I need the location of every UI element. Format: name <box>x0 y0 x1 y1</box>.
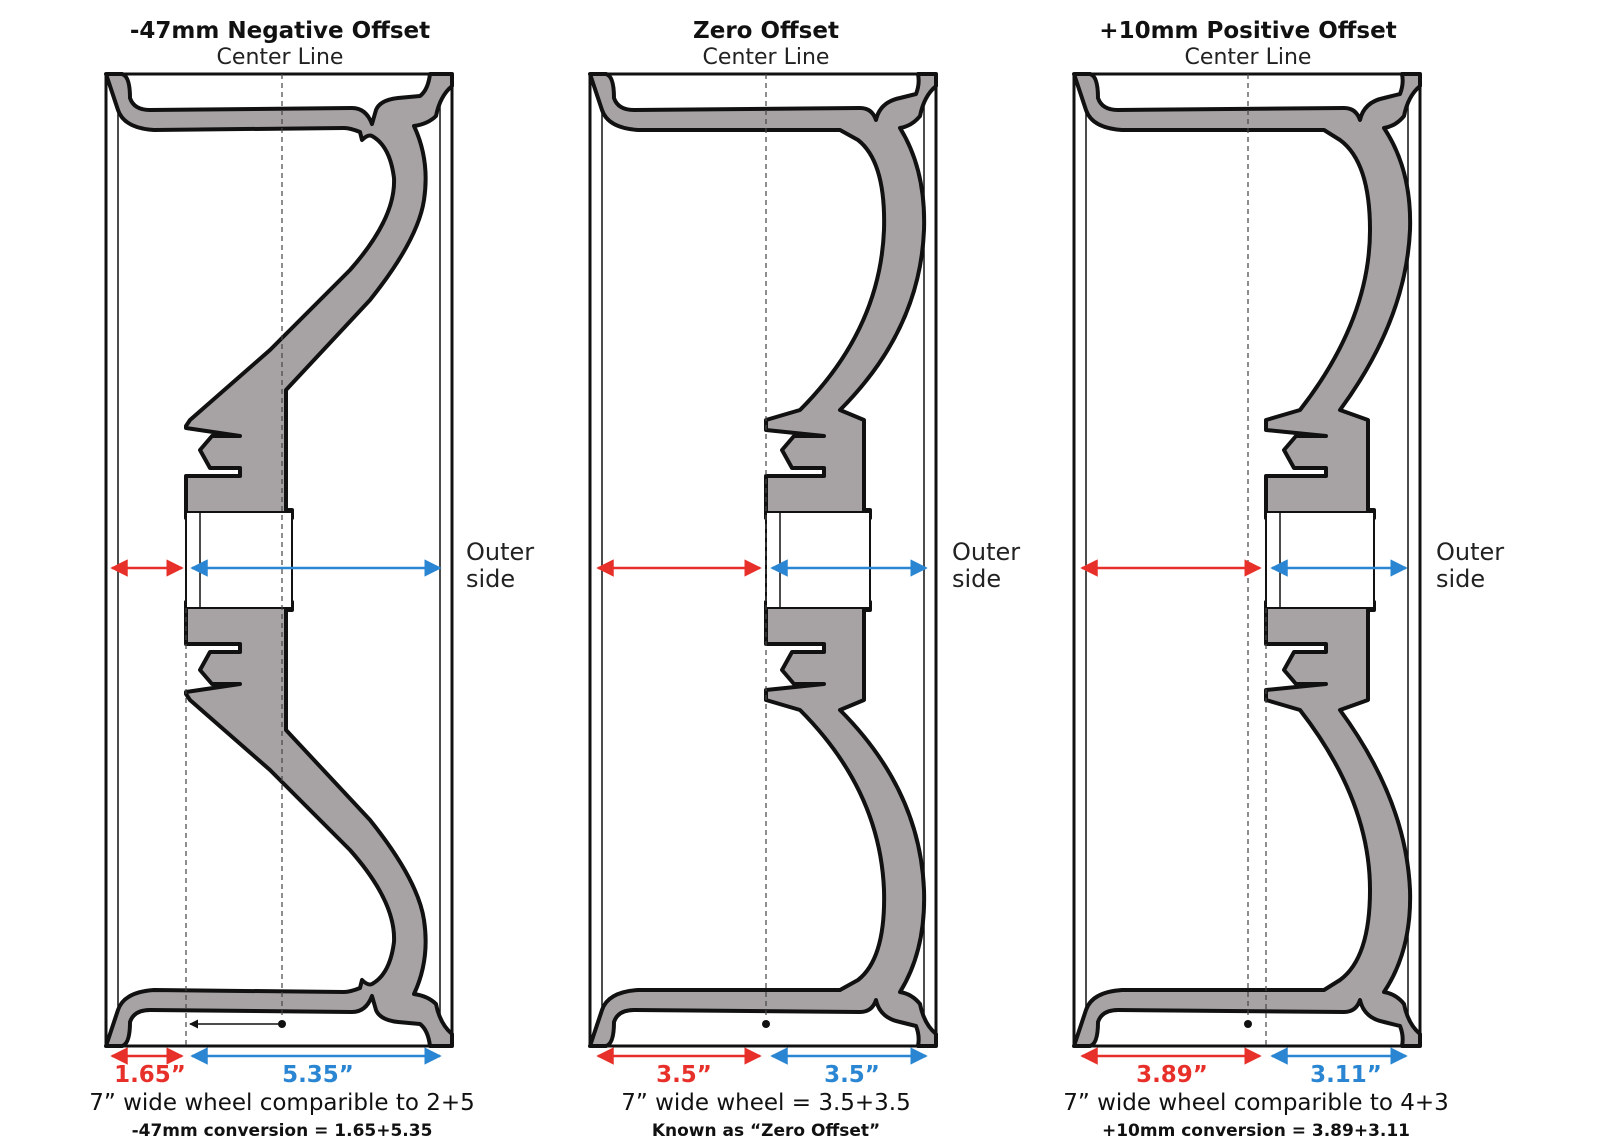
center-line-label: Center Line <box>703 45 830 70</box>
center-line-label: Center Line <box>217 45 344 70</box>
inner-value: 1.65” <box>114 1062 186 1088</box>
wheel-cross-section <box>104 72 454 1048</box>
wheel-title: +10mm Positive Offset <box>1099 18 1396 44</box>
center-line-label: Center Line <box>1185 45 1312 70</box>
center-point <box>1244 1020 1252 1028</box>
wheel-cross-section <box>1072 72 1422 1048</box>
outer-value: 5.35” <box>282 1062 354 1088</box>
wheel-title: -47mm Negative Offset <box>130 18 430 44</box>
wheel-title: Zero Offset <box>693 18 839 44</box>
center-point <box>762 1020 770 1028</box>
outer-side-label-line2: side <box>466 565 515 593</box>
outer-value: 3.11” <box>1310 1062 1382 1088</box>
wheel-section-shape-lower <box>588 600 938 1048</box>
wheel-section-shape <box>104 72 454 520</box>
wheel-description: 7” wide wheel comparible to 4+3 <box>1063 1090 1449 1116</box>
hub-bore <box>185 511 293 609</box>
outer-side-label-line2: side <box>952 565 1001 593</box>
outer-side-label-line2: side <box>1436 565 1485 593</box>
wheel-zero-offset: Zero Offset Center Line Outer side 3.5” … <box>588 18 1020 1141</box>
outer-side-label-line1: Outer <box>466 538 534 566</box>
outer-value: 3.5” <box>824 1062 880 1088</box>
wheel-section-shape <box>588 72 938 520</box>
wheel-description: 7” wide wheel = 3.5+3.5 <box>621 1090 911 1116</box>
wheel-negative-offset: -47mm Negative Offset Center Line Outer … <box>89 18 534 1141</box>
wheel-cross-section <box>588 72 938 1048</box>
wheel-description: 7” wide wheel comparible to 2+5 <box>89 1090 475 1116</box>
outer-side-label-line1: Outer <box>952 538 1020 566</box>
center-point <box>278 1020 286 1028</box>
wheel-positive-offset: +10mm Positive Offset Center Line Outer … <box>1063 18 1504 1141</box>
inner-value: 3.89” <box>1136 1062 1208 1088</box>
outer-side-label-line1: Outer <box>1436 538 1504 566</box>
hub-bore <box>765 511 871 609</box>
wheel-section-shape-lower <box>1072 600 1422 1048</box>
hub-bore <box>1265 511 1375 609</box>
wheel-section-shape-lower <box>104 600 454 1048</box>
wheel-section-shape <box>1072 72 1422 520</box>
conversion-note: +10mm conversion = 3.89+3.11 <box>1102 1121 1410 1141</box>
conversion-note: -47mm conversion = 1.65+5.35 <box>132 1121 433 1141</box>
inner-value: 3.5” <box>656 1062 712 1088</box>
conversion-note: Known as “Zero Offset” <box>652 1121 880 1141</box>
